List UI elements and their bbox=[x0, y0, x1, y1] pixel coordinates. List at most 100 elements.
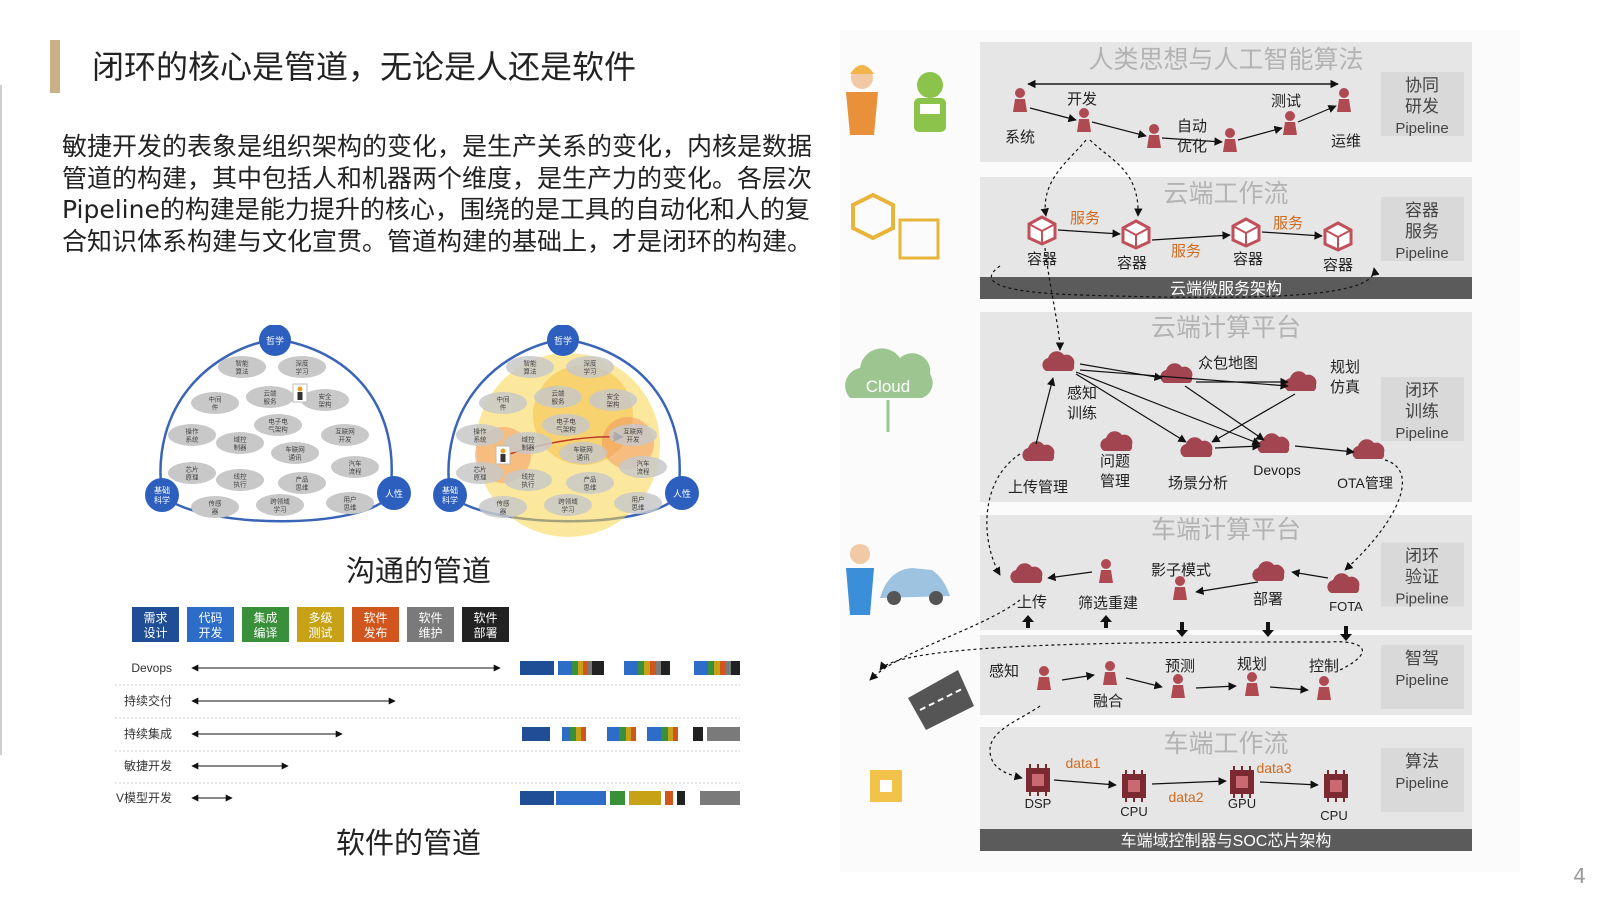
arch-node-label: 容器 bbox=[1323, 257, 1353, 274]
dome-bubble bbox=[479, 496, 527, 518]
robot-person-icon bbox=[1173, 674, 1183, 684]
dome-bubble-label: 制器 bbox=[522, 443, 536, 452]
pipeline-row-block bbox=[665, 791, 673, 805]
flow-arrow bbox=[1061, 672, 1095, 681]
container-box-icon bbox=[851, 192, 895, 241]
arch-node-label: 服务 bbox=[1171, 243, 1201, 260]
pipeline-stage-box bbox=[132, 607, 179, 642]
robot-icon bbox=[917, 72, 943, 98]
arch-pipeline-label: 验证 bbox=[1405, 568, 1439, 587]
pipeline-row-block bbox=[570, 727, 576, 741]
pipeline-row-block bbox=[607, 727, 619, 741]
container-cluster-icon bbox=[898, 218, 940, 260]
arch-pipeline-label: Pipeline bbox=[1395, 775, 1448, 792]
dome-bubble bbox=[559, 442, 607, 464]
pipeline-row-label: V模型开发 bbox=[116, 790, 172, 805]
dome-bubble bbox=[326, 492, 374, 514]
pipeline-row-block bbox=[644, 661, 650, 675]
dome-bubble bbox=[542, 414, 590, 436]
dome-bubble-label: 服务 bbox=[264, 397, 278, 406]
dome-bubble bbox=[271, 442, 319, 464]
dome-bubble-label: 器 bbox=[212, 508, 219, 516]
dome-bubble-label: 安全 bbox=[319, 392, 333, 401]
cloud-node-icon bbox=[1010, 563, 1043, 583]
dome-bubble-label: 思维 bbox=[632, 503, 646, 512]
dome-bubble-label: 中间 bbox=[209, 395, 222, 404]
pipeline-row-block bbox=[562, 727, 570, 741]
arch-node-label: 服务 bbox=[1070, 210, 1100, 227]
badge-top-label: 哲学 bbox=[554, 335, 572, 346]
arch-pipeline-label: 协同 bbox=[1405, 76, 1439, 95]
robot-person-icon bbox=[1225, 128, 1235, 138]
dome-bubble-label: 芯片 bbox=[186, 465, 199, 474]
flow-arrow bbox=[1291, 569, 1329, 579]
big-direction-arrow bbox=[1022, 615, 1034, 628]
page-number: 4 bbox=[1573, 864, 1586, 888]
person-icon-body bbox=[297, 392, 303, 400]
dome-bubble bbox=[191, 392, 239, 414]
robot-person-icon bbox=[1247, 672, 1257, 682]
pipeline-row-block bbox=[522, 727, 550, 741]
arch-node-label: data1 bbox=[1065, 755, 1100, 771]
car-icon bbox=[880, 568, 950, 598]
arch-pipeline-label: 智驾 bbox=[1405, 649, 1439, 668]
dashed-flow-path bbox=[1040, 139, 1087, 217]
dome-bubble-label: 思维 bbox=[584, 483, 598, 492]
dome-bubble-label: 跨领域 bbox=[270, 497, 290, 506]
dome-bubble-label: 云端 bbox=[264, 389, 278, 398]
robot-person-icon bbox=[1339, 88, 1349, 98]
dome-bubble-label: 线控 bbox=[522, 472, 536, 481]
dashed-flow-path bbox=[869, 599, 1021, 681]
robot-person-icon bbox=[1317, 687, 1331, 700]
pipeline-row-block bbox=[629, 791, 661, 805]
arch-node-label: 优化 bbox=[1177, 138, 1207, 155]
robot-person-icon bbox=[1337, 99, 1351, 112]
pipeline-row-block bbox=[661, 727, 668, 741]
arch-node-label: 测试 bbox=[1271, 93, 1301, 110]
arch-node-label: 管理 bbox=[1100, 473, 1130, 490]
dome-bubble-label: 思维 bbox=[344, 503, 358, 512]
dome-bubble-label: 系统 bbox=[474, 435, 488, 444]
dome-bubble-label: 算法 bbox=[524, 367, 538, 376]
dome-bubble-label: 服务 bbox=[552, 397, 566, 406]
dome-bubble bbox=[254, 414, 302, 436]
arch-node-label: 预测 bbox=[1165, 658, 1195, 675]
car-wheel bbox=[887, 591, 901, 605]
pipeline-stage-label: 发布 bbox=[363, 625, 387, 640]
arch-node-label: 问题 bbox=[1100, 453, 1130, 470]
arch-node-label: 开发 bbox=[1067, 91, 1097, 108]
dashed-flow-path bbox=[879, 641, 1363, 671]
caption-communication-pipe: 沟通的管道 bbox=[346, 554, 492, 588]
pipeline-stage-label: 编译 bbox=[253, 625, 277, 640]
dome-bubble-label: 用户 bbox=[632, 495, 645, 504]
dome-bubble-label: 架构 bbox=[319, 400, 333, 409]
container-cube-icon bbox=[1028, 223, 1056, 244]
flow-arrow bbox=[1075, 373, 1187, 443]
arch-node-label: GPU bbox=[1228, 796, 1256, 811]
flow-arrow bbox=[1261, 231, 1323, 240]
arch-node-label: 融合 bbox=[1093, 693, 1123, 710]
arch-node-label: 训练 bbox=[1067, 405, 1097, 422]
pipeline-stage-label: 开发 bbox=[198, 625, 222, 640]
pipeline-row-block bbox=[708, 661, 714, 675]
flow-arrow bbox=[1294, 445, 1355, 456]
dome-bubble-label: 跨领域 bbox=[558, 497, 578, 506]
dome-bubble-label: 流程 bbox=[349, 467, 363, 476]
arch-node-label: 规划 bbox=[1237, 656, 1267, 673]
pipeline-row-block bbox=[731, 661, 740, 675]
dome-bubble bbox=[504, 432, 552, 454]
pipeline-row-block bbox=[700, 791, 740, 805]
flow-arrow bbox=[1161, 137, 1223, 146]
dome-bubble-label: 域控 bbox=[522, 435, 536, 444]
caption-software-pipe: 软件的管道 bbox=[336, 826, 482, 860]
arch-pipeline-label: 服务 bbox=[1405, 222, 1439, 241]
arch-node-label: 控制 bbox=[1309, 658, 1339, 675]
robot-person-icon bbox=[1175, 576, 1185, 586]
pipeline-row-block bbox=[694, 661, 708, 675]
dome-bubble-label: 学习 bbox=[274, 505, 287, 514]
dome-bubble bbox=[168, 462, 216, 484]
cloud-node-icon bbox=[1100, 431, 1133, 451]
pipeline-row-block bbox=[656, 661, 661, 675]
flow-arrow bbox=[1259, 780, 1319, 789]
